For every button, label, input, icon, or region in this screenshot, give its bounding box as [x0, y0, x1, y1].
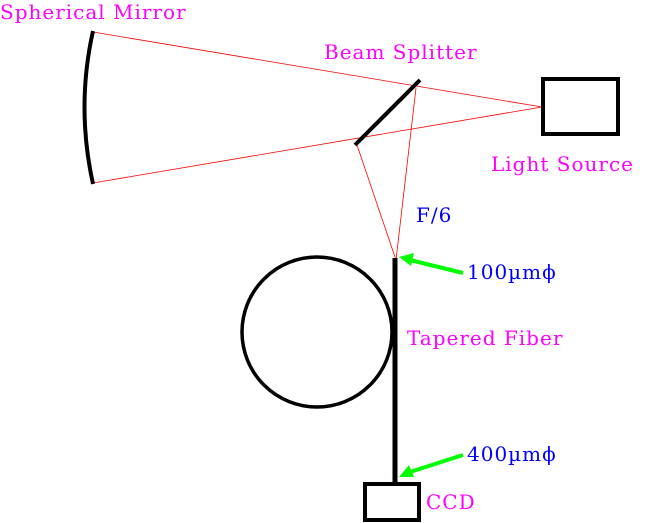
ray-splitter-to-fiber-left [356, 144, 397, 261]
light-source-label: Light Source [491, 152, 634, 176]
beam-splitter-label: Beam Splitter [324, 40, 478, 64]
f-ratio-label: F/6 [416, 203, 453, 227]
light-source-box [541, 77, 620, 136]
light-rays [92, 31, 543, 261]
ccd-box [363, 482, 421, 522]
ray-splitter-to-fiber-right [395, 87, 417, 261]
input-core-label: 100µmϕ [467, 260, 557, 284]
spherical-mirror [82, 30, 95, 185]
ccd-label: CCD [426, 490, 476, 514]
arrowhead-icon [399, 253, 414, 266]
fiber-coil [240, 255, 394, 409]
output-core-label: 400µmϕ [467, 442, 557, 466]
beam-splitter [353, 78, 422, 147]
arrowhead-icon [399, 465, 414, 477]
spherical-mirror-label: Spherical Mirror [0, 0, 187, 24]
arrow-input-core [399, 253, 464, 275]
tapered-fiber-label: Tapered Fiber [407, 326, 564, 350]
arrow-output-core [399, 453, 464, 477]
ray-source-to-mirror-top [92, 31, 543, 108]
ray-mirror-bottom-to-source [92, 106, 543, 184]
